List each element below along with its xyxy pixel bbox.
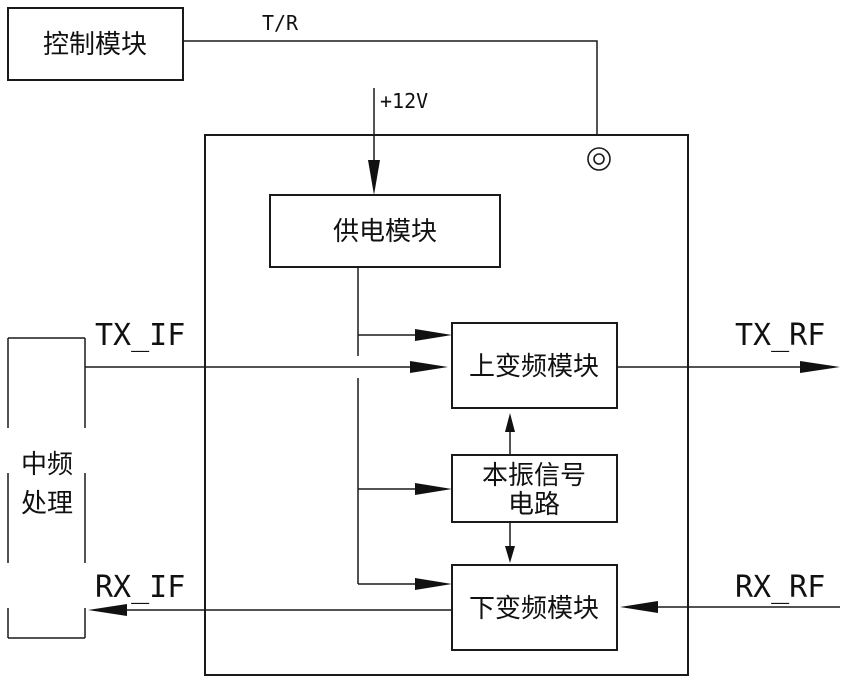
power-module-label: 供电模块 [333, 217, 437, 247]
tx-rf-label: TX_RF [735, 318, 825, 353]
rx-if-arrow-icon [88, 604, 127, 616]
lo-circuit-label-line2: 电路 [508, 490, 560, 520]
if-processing-label-line2: 处理 [21, 489, 73, 519]
tx-if-label: TX_IF [95, 318, 185, 353]
tr-label: T/R [262, 11, 299, 35]
lo-circuit-label-line1: 本振信号 [482, 461, 586, 491]
upconverter-label: 上变频模块 [469, 352, 599, 382]
vcc-label: +12V [380, 89, 428, 113]
rx-rf-label: RX_RF [735, 570, 825, 605]
rx-if-label: RX_IF [95, 570, 185, 605]
downconverter-label: 下变频模块 [469, 594, 599, 624]
connector-inner-icon [594, 154, 604, 164]
tx-rf-arrow-icon [800, 361, 840, 373]
if-processing-label-line1: 中频 [21, 450, 73, 480]
control-module-label: 控制模块 [43, 30, 147, 60]
